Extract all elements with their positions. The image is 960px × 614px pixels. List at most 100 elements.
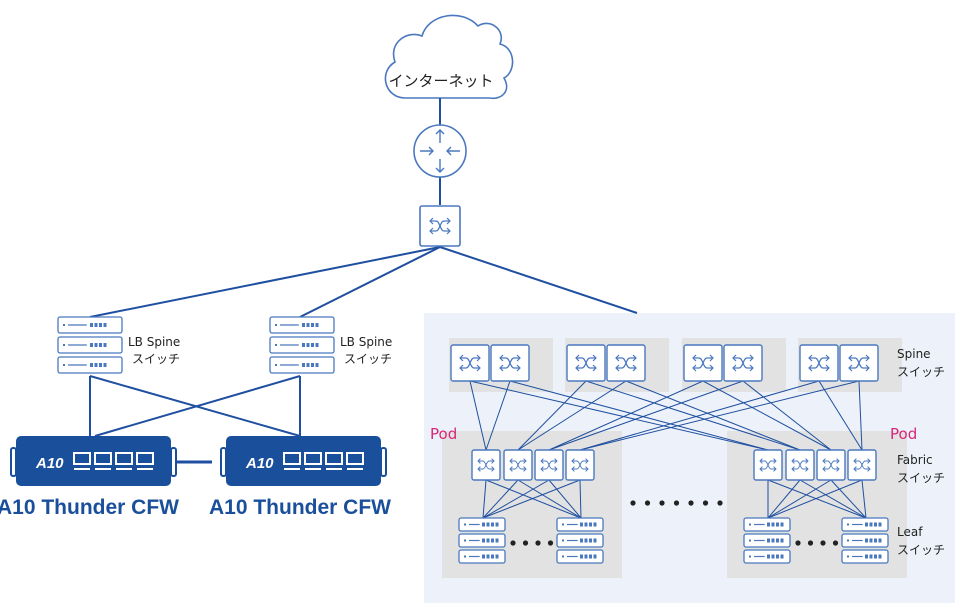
link-fabric-leaf — [861, 479, 867, 519]
port-icon — [94, 363, 98, 367]
spine-switch-5 — [683, 344, 723, 382]
leaf-label-jp: スイッチ — [897, 543, 945, 557]
internet-label: インターネット — [388, 72, 493, 90]
port-icon — [94, 323, 98, 327]
spine-switch-7 — [799, 344, 839, 382]
dot — [688, 500, 694, 506]
fabric-label-jp: スイッチ — [897, 471, 945, 485]
fabric-switch-left-1 — [471, 449, 501, 481]
a10-logo: A10 — [245, 455, 274, 472]
spine-switch-3 — [566, 344, 606, 382]
port-icon — [136, 452, 154, 465]
link-spine-fabric-left — [548, 380, 744, 451]
port-icon — [315, 323, 319, 327]
port-icon — [869, 538, 873, 543]
port-icon — [869, 554, 873, 559]
link-spine-fabric-right — [625, 380, 801, 451]
fabric-switch-left-2 — [503, 449, 533, 481]
dot — [644, 500, 651, 506]
appliance-label-2: A10 Thunder CFW — [209, 496, 391, 519]
spine-label: Spine — [897, 347, 931, 361]
led-icon — [464, 555, 466, 558]
dot — [510, 540, 516, 546]
core-switch — [419, 205, 461, 247]
led-icon — [464, 539, 466, 542]
spine-switch-8 — [839, 344, 879, 382]
dot — [673, 500, 680, 506]
dot — [535, 540, 541, 546]
led-icon — [562, 555, 564, 558]
spine-switch-2 — [490, 344, 530, 382]
port-icon — [580, 522, 583, 527]
port-icon — [776, 522, 779, 527]
dot — [820, 540, 826, 546]
port-icon — [482, 538, 485, 543]
fabric-switch-left-4 — [565, 449, 595, 481]
port-icon — [589, 538, 592, 543]
port-icon — [771, 538, 775, 543]
port-icon — [771, 522, 775, 527]
spine-switch-4 — [606, 344, 646, 382]
fabric-switch-right-4 — [847, 449, 877, 481]
port-icon — [346, 452, 364, 465]
link-fabric-leaf — [830, 479, 867, 519]
port-icon — [486, 554, 490, 559]
port-icon — [780, 522, 784, 527]
port-icon — [495, 522, 499, 527]
lb-spine-label-2b: スイッチ — [344, 352, 392, 366]
port-icon — [874, 554, 877, 559]
fabric-switch-left-3 — [534, 449, 564, 481]
port-icon — [491, 538, 494, 543]
led-icon — [562, 539, 564, 542]
dot — [630, 500, 636, 506]
port-icon — [874, 538, 877, 543]
port-icon — [90, 343, 93, 347]
ellipsis-between-pods — [630, 500, 723, 506]
pod-label-right: Pod — [890, 425, 917, 443]
port-icon — [865, 522, 868, 527]
link-spine-fabric-left — [517, 380, 627, 451]
link-core-lb-spine-1 — [89, 246, 441, 318]
lb-spine-label-1: LB Spine — [128, 335, 180, 349]
port-icon — [771, 554, 775, 559]
ellipsis-leaf-left — [510, 540, 554, 546]
led-icon — [847, 523, 849, 526]
appliance-body — [226, 436, 381, 486]
port-icon — [580, 538, 583, 543]
lb-spine-switch-2 — [269, 316, 335, 374]
port-icon — [780, 554, 784, 559]
port-icon — [103, 343, 107, 347]
port-icon — [874, 522, 877, 527]
port-icon — [302, 363, 305, 367]
led-icon — [464, 523, 466, 526]
port-icon — [482, 522, 485, 527]
port-icon — [495, 554, 499, 559]
link-fabric-leaf — [482, 479, 550, 519]
port-icon — [593, 554, 597, 559]
port-icon — [482, 554, 485, 559]
dot — [807, 540, 814, 546]
port-icon — [589, 522, 592, 527]
lb-spine-label-1b: スイッチ — [132, 352, 180, 366]
link-lb2-cfw1 — [94, 375, 301, 437]
appliance-body — [16, 436, 171, 486]
port-icon — [593, 522, 597, 527]
port-icon — [491, 554, 494, 559]
port-icon — [304, 452, 322, 465]
port-icon — [491, 522, 494, 527]
link-fabric-leaf — [517, 479, 582, 519]
link-spine-fabric-left — [579, 380, 860, 451]
port-icon — [865, 554, 868, 559]
port-icon — [94, 343, 98, 347]
link-fabric-leaf — [799, 479, 867, 519]
link-fabric-leaf — [548, 479, 582, 519]
dot — [702, 500, 709, 506]
led-icon — [63, 324, 65, 326]
fabric-switch-right-1 — [753, 449, 783, 481]
link-fabric-leaf — [767, 479, 801, 519]
led-icon — [749, 555, 751, 558]
port-icon — [99, 323, 102, 327]
port-icon — [302, 323, 305, 327]
link-spine-fabric-right — [858, 380, 863, 451]
spine-switch-6 — [723, 344, 763, 382]
